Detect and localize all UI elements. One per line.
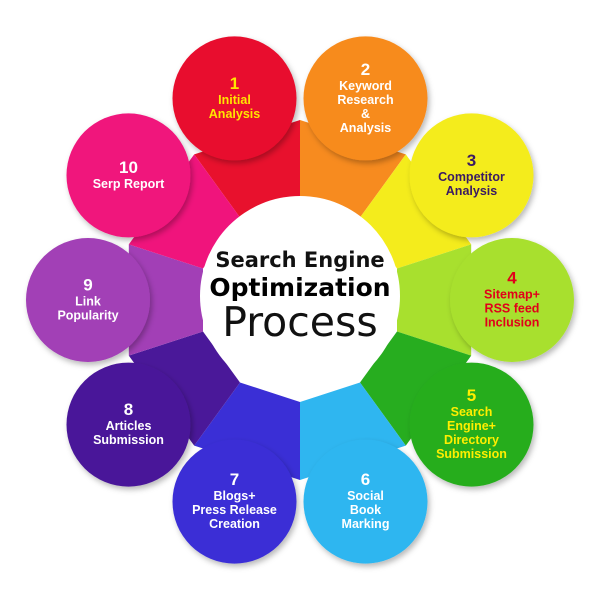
step-circle-5[interactable] — [409, 362, 534, 487]
step-number: 1 — [230, 74, 239, 93]
step-number: 7 — [230, 470, 239, 489]
center-title-line2: Optimization — [209, 273, 390, 302]
step-circles: 1InitialAnalysis2KeywordResearch&Analysi… — [26, 36, 574, 564]
ring-segment-8 — [128, 331, 240, 446]
step-label-line: & — [361, 107, 370, 121]
step-label-line: Analysis — [209, 107, 260, 121]
center-title: Search Engine Optimization Process — [200, 196, 400, 396]
step-label-line: RSS feed — [485, 302, 540, 316]
step-circle-9[interactable] — [26, 238, 150, 362]
center-title-line1: Search Engine — [215, 248, 384, 272]
step-label-line: Submission — [436, 447, 507, 461]
step-number: 5 — [467, 386, 476, 405]
step-number: 2 — [361, 60, 370, 79]
step-number: 6 — [361, 470, 370, 489]
ring-segment-9 — [128, 244, 203, 356]
step-label-line: Social — [347, 489, 384, 503]
step-label-line: Submission — [93, 433, 164, 447]
step-label-line: Initial — [218, 93, 251, 107]
step-label-line: Directory — [444, 433, 499, 447]
center-title-line3: Process — [222, 298, 378, 346]
step-circle-10[interactable] — [66, 113, 191, 238]
step-label-line: Book — [350, 503, 381, 517]
step-label-line: Engine+ — [447, 419, 496, 433]
step-number: 8 — [124, 400, 133, 419]
step-label-line: Inclusion — [485, 316, 540, 330]
step-number: 9 — [83, 276, 92, 295]
step-label-line: Blogs+ — [213, 489, 255, 503]
step-circle-8[interactable] — [66, 362, 191, 487]
step-label-line: Sitemap+ — [484, 288, 540, 302]
step-label-line: Marking — [342, 517, 390, 531]
step-circle-3[interactable] — [409, 113, 534, 238]
step-circle-2[interactable] — [303, 36, 428, 161]
step-label-line: Press Release — [192, 503, 277, 517]
step-label-line: Creation — [209, 517, 260, 531]
center-circle — [200, 196, 400, 396]
step-number: 10 — [119, 158, 138, 177]
step-label-line: Articles — [106, 419, 152, 433]
step-label-line: Popularity — [57, 309, 118, 323]
ring-segment-3 — [360, 154, 472, 269]
ring-segment-4 — [397, 244, 472, 356]
step-number: 4 — [507, 269, 517, 288]
step-label-line: Link — [75, 295, 101, 309]
step-label-line: Keyword — [339, 79, 392, 93]
step-label-line: Analysis — [446, 184, 497, 198]
step-label-line: Competitor — [438, 170, 505, 184]
decagon-ring — [128, 120, 472, 480]
ring-segment-10 — [128, 154, 240, 269]
step-circle-4[interactable] — [450, 238, 574, 362]
step-label-line: Search — [451, 405, 493, 419]
step-label-line: Analysis — [340, 121, 391, 135]
step-circle-6[interactable] — [303, 439, 428, 564]
step-circle-1[interactable] — [172, 36, 297, 161]
step-number: 3 — [467, 151, 476, 170]
step-label-line: Serp Report — [93, 177, 165, 191]
ring-segment-5 — [360, 331, 472, 446]
step-circle-7[interactable] — [172, 439, 297, 564]
step-label-line: Research — [337, 93, 393, 107]
